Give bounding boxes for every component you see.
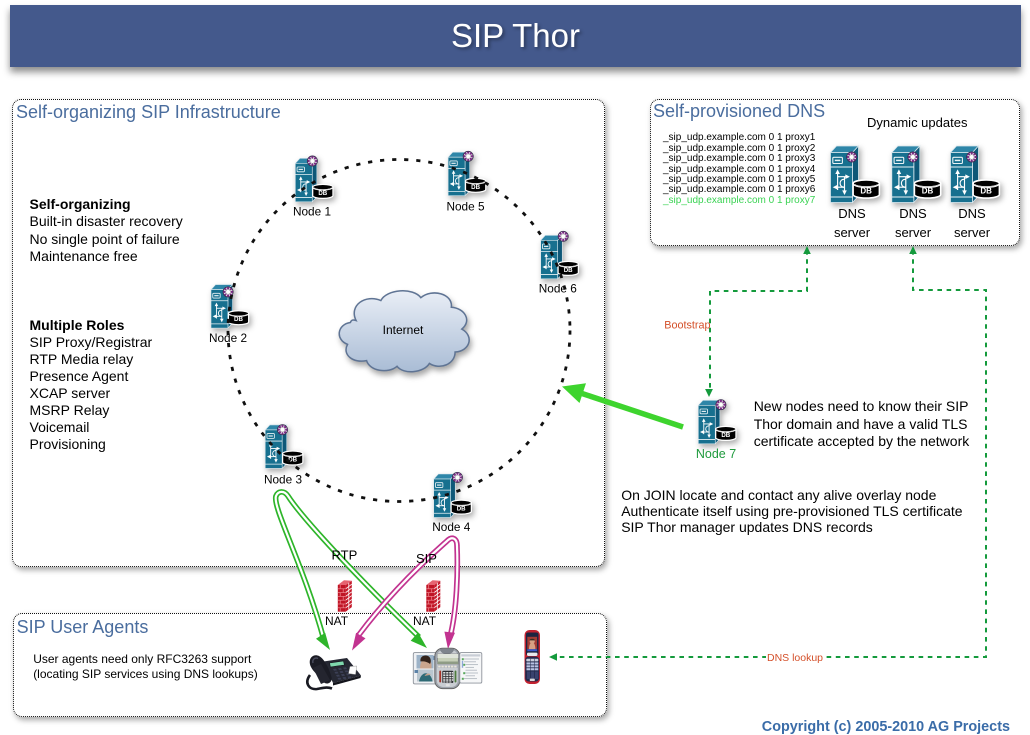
svg-text:Node 4: Node 4 <box>432 520 470 534</box>
svg-text:DNS: DNS <box>838 206 866 221</box>
svg-text:DNS: DNS <box>899 206 927 221</box>
svg-text:server: server <box>895 225 932 240</box>
svg-text:DNS: DNS <box>958 206 986 221</box>
svg-text:Node 6: Node 6 <box>539 282 577 296</box>
svg-text:Bootstrap: Bootstrap <box>664 320 710 332</box>
svg-text:NAT: NAT <box>325 614 349 628</box>
svg-text:Internet: Internet <box>383 323 424 337</box>
svg-text:SIP: SIP <box>416 551 437 566</box>
svg-text:server: server <box>954 225 991 240</box>
svg-text:Node 5: Node 5 <box>446 200 484 214</box>
svg-text:Node 7: Node 7 <box>696 447 736 461</box>
svg-text:RTP: RTP <box>332 548 358 563</box>
svg-text:server: server <box>834 225 871 240</box>
svg-text:NAT: NAT <box>413 614 437 628</box>
svg-text:DNS lookup: DNS lookup <box>767 652 823 664</box>
svg-text:Node 2: Node 2 <box>209 331 247 345</box>
svg-text:Node 3: Node 3 <box>264 473 302 487</box>
svg-text:Node 1: Node 1 <box>293 205 331 219</box>
